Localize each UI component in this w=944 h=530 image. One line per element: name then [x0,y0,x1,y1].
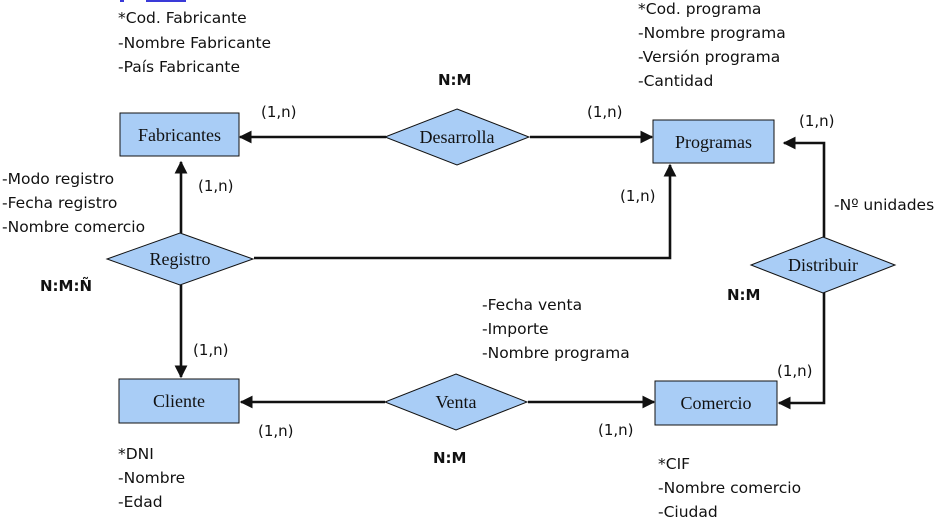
relationship-venta: Venta [383,373,529,431]
attribute: *Cod. Fabricante [118,9,247,27]
entity-fabricantes: Fabricantes [119,112,240,157]
entity-cliente-label: Cliente [153,391,205,411]
connector-registro-programas [254,163,677,260]
relationship-registro-label: Registro [150,249,211,269]
cardinality-venta-cliente: (1,n) [258,422,294,440]
attribute: -Cantidad [638,72,713,90]
entity-comercio: Comercio [654,380,778,426]
cardinality-distribuir-programas: (1,n) [799,112,835,130]
attribute: -Nombre comercio [2,218,145,236]
attribute: -Nombre programa [482,344,630,362]
cardinality-venta-comercio: (1,n) [598,421,634,439]
attribute: -Nombre programa [638,24,786,42]
attributes-cliente: *DNI -Nombre -Edad [118,445,185,511]
attributes-distribuir: -Nº unidades [834,196,934,214]
attribute: -Fecha venta [482,296,582,314]
entity-programas-label: Programas [675,132,752,152]
attribute: *DNI [118,445,154,463]
attributes-programas: *Cod. programa -Nombre programa -Versión… [638,0,786,90]
attribute: *CIF [658,455,690,473]
relationship-venta-label: Venta [436,392,477,412]
relationship-distribuir-label: Distribuir [788,255,858,275]
cardinality-registro-cliente: (1,n) [193,341,229,359]
entity-comercio-label: Comercio [681,393,752,413]
relationship-desarrolla: Desarrolla [383,108,531,166]
attribute: *Cod. programa [638,0,761,18]
cardinality-registro-fabricantes: (1,n) [198,177,234,195]
attribute: -País Fabricante [118,58,240,76]
connector-distribuir-programas [782,136,826,237]
attributes-registro: -Modo registro -Fecha registro -Nombre c… [2,170,145,236]
cardinality-registro-programas: (1,n) [620,187,656,205]
relationship-type-registro: N:M:Ñ [40,276,92,295]
attribute: -Versión programa [638,48,780,66]
attribute: -Importe [482,320,549,338]
relationship-registro: Registro [105,232,255,286]
attributes-comercio: *CIF -Nombre comercio -Ciudad [658,455,801,521]
relationship-type-distribuir: N:M [727,286,760,304]
relationship-type-venta: N:M [433,449,466,467]
cardinality-desarrolla-fabricantes: (1,n) [261,103,297,121]
attribute: -Edad [118,493,163,511]
relationship-distribuir: Distribuir [749,236,897,294]
attribute: -Nombre Fabricante [118,34,271,52]
cardinality-desarrolla-programas: (1,n) [587,103,623,121]
attribute: -Nombre comercio [658,479,801,497]
cardinality-distribuir-comercio: (1,n) [777,362,813,380]
attribute: -Modo registro [2,170,114,188]
attributes-venta: -Fecha venta -Importe -Nombre programa [482,296,630,362]
relationship-type-desarrolla: N:M [438,71,471,89]
attribute: -Fecha registro [2,194,117,212]
entity-programas: Programas [652,119,775,164]
relationship-desarrolla-label: Desarrolla [420,127,495,147]
attribute: -Ciudad [658,503,718,521]
attribute: -Nombre [118,469,185,487]
entity-cliente: Cliente [118,378,240,424]
entity-fabricantes-label: Fabricantes [138,125,221,145]
connector-distribuir-comercio [777,292,826,410]
attribute: -Nº unidades [834,196,934,214]
attributes-fabricantes: *Cod. Fabricante -Nombre Fabricante -Paí… [118,9,271,76]
